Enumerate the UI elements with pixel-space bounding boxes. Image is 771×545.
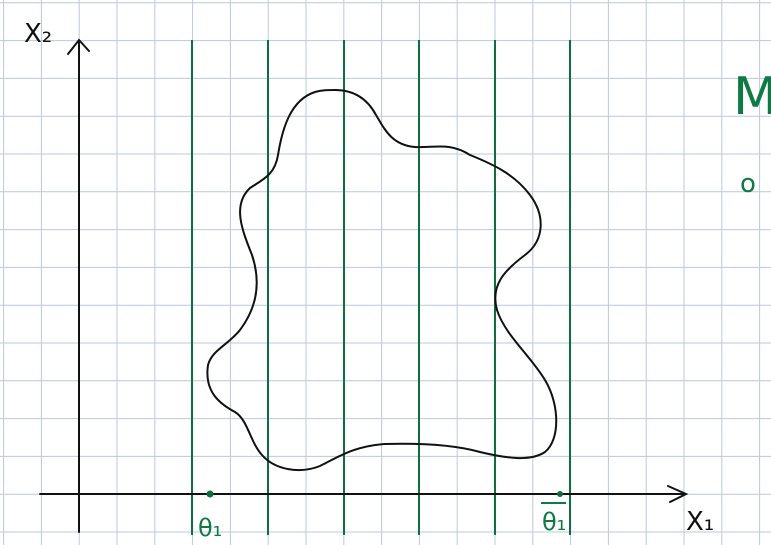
theta-lower-label: θ₁ xyxy=(198,514,222,542)
axis-x-label: X₁ xyxy=(686,507,714,537)
strip-lines xyxy=(191,40,571,535)
theta-upper-label: θ₁ xyxy=(542,508,566,536)
region-contour xyxy=(206,89,558,472)
axes xyxy=(39,38,689,533)
axis-y-label: X₂ xyxy=(24,19,52,49)
theta-lower-point xyxy=(206,490,214,498)
partial-note-line-2: o xyxy=(740,169,756,199)
partial-note-line-1: M xyxy=(733,67,771,127)
theta-upper-point xyxy=(557,491,563,497)
x-axis-arrowhead xyxy=(667,485,689,503)
y-axis-arrowhead xyxy=(67,38,90,55)
